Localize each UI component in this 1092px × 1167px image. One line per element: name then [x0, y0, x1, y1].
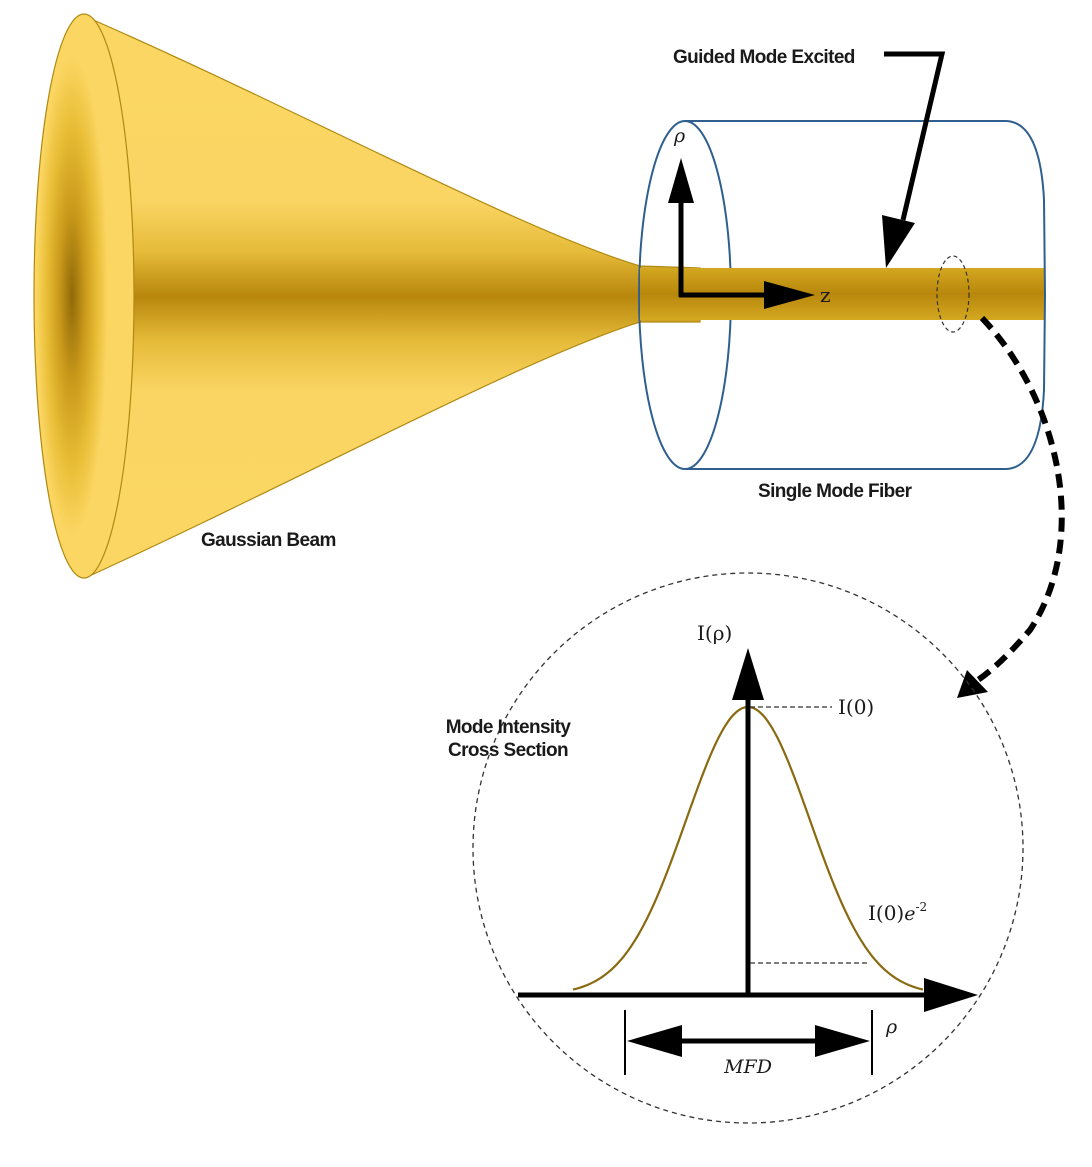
- gaussian-beam-body: [81, 14, 701, 579]
- rho-axis-arrowhead: [668, 158, 694, 203]
- zoom-dashed-arrowhead: [957, 670, 988, 698]
- mfd-label: MFD: [723, 1056, 772, 1078]
- single-mode-fiber-label: Single Mode Fiber: [758, 481, 913, 502]
- plot-y-label-prefix: I(ρ): [697, 621, 732, 645]
- core-cross-section-marker: [936, 255, 970, 333]
- guided-mode-arrowhead: [882, 215, 915, 268]
- fiber-rho-label: ρ: [673, 125, 686, 147]
- edge-label-base: I(0): [868, 901, 904, 925]
- fiber-outline: [685, 120, 1047, 470]
- mode-intensity-label-line1: Mode Intensity: [446, 717, 572, 738]
- z-axis-arrowhead: [764, 281, 815, 309]
- cross-section-circle: [472, 572, 1024, 1124]
- peak-label: I(0): [838, 695, 874, 719]
- mode-intensity-label-line2: Cross Section: [448, 740, 568, 761]
- edge-label-exponent: -2: [915, 900, 927, 914]
- edge-label: I(0)e-2: [868, 900, 927, 925]
- plot-y-label: I(ρ): [697, 621, 732, 645]
- mfd-right-arrowhead: [815, 1025, 870, 1057]
- plot-y-axis-arrowhead: [732, 648, 764, 700]
- fiber-z-label: z: [820, 283, 831, 307]
- plot-x-label: ρ: [885, 1016, 898, 1038]
- gaussian-beam-face: [33, 13, 135, 579]
- plot-x-axis-arrowhead: [924, 978, 978, 1012]
- gaussian-beam-label: Gaussian Beam: [201, 530, 336, 551]
- zoom-dashed-arrow: [976, 315, 1065, 683]
- mfd-left-arrowhead: [627, 1025, 682, 1057]
- edge-label-e: e: [904, 903, 915, 925]
- guided-mode-label: Guided Mode Excited: [673, 47, 855, 68]
- guided-mode-arrow-shaft: [884, 51, 946, 221]
